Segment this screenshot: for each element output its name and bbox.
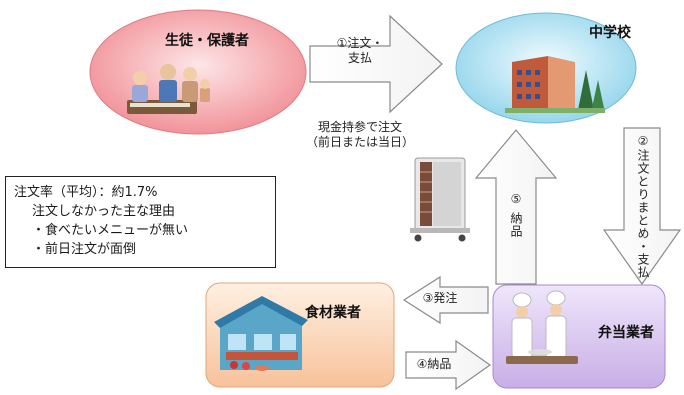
delivery-cart-illustration	[410, 157, 470, 242]
step3-label: ③発注	[422, 291, 458, 305]
compile-order-arrow	[602, 127, 682, 286]
delivery-to-bento-arrow	[405, 339, 492, 391]
reason-item-menu: ・食べたいメニューが無い	[32, 223, 189, 238]
order-to-food-arrow	[402, 275, 489, 325]
cash-note-line2: （前日または当日）	[305, 135, 414, 149]
step1-label: ①注文・ 支払	[330, 36, 390, 66]
cash-note-line1: 現金持参で注文	[317, 120, 402, 134]
chefs-illustration	[506, 290, 578, 364]
step1-line1: ①注文・	[336, 36, 384, 50]
step5-label: 納品	[509, 212, 523, 238]
family-illustration	[127, 64, 210, 114]
students-label: 生徒・保護者	[165, 33, 249, 49]
delivery-to-school-arrow	[474, 129, 558, 285]
order-payment-arrow	[309, 14, 443, 114]
school-label: 中学校	[589, 25, 631, 41]
students-node	[89, 9, 307, 135]
food-node	[205, 282, 395, 388]
step1-line2: 支払	[347, 51, 372, 65]
food-label: 食材業者	[305, 305, 361, 321]
reasons-heading: 注文しなかった主な理由	[32, 204, 176, 219]
school-node	[455, 12, 637, 124]
step2-label: ②注文とりまとめ・支払	[636, 134, 650, 279]
reason-item-advance-order: ・前日注文が面倒	[32, 242, 137, 257]
order-rate-line: 注文率（平均）：約1.7%	[14, 185, 158, 200]
school-building-illustration	[505, 56, 605, 113]
bento-node	[492, 284, 666, 389]
order-rate-info-box: 注文率（平均）：約1.7% 注文しなかった主な理由 ・食べたいメニューが無い ・…	[5, 176, 276, 268]
bento-label: 弁当業者	[598, 325, 654, 341]
step4-label: ④納品	[416, 357, 452, 371]
store-illustration	[214, 296, 308, 371]
step5-number: ⑤	[510, 192, 522, 206]
cash-order-note: 現金持参で注文 （前日または当日）	[292, 120, 428, 150]
